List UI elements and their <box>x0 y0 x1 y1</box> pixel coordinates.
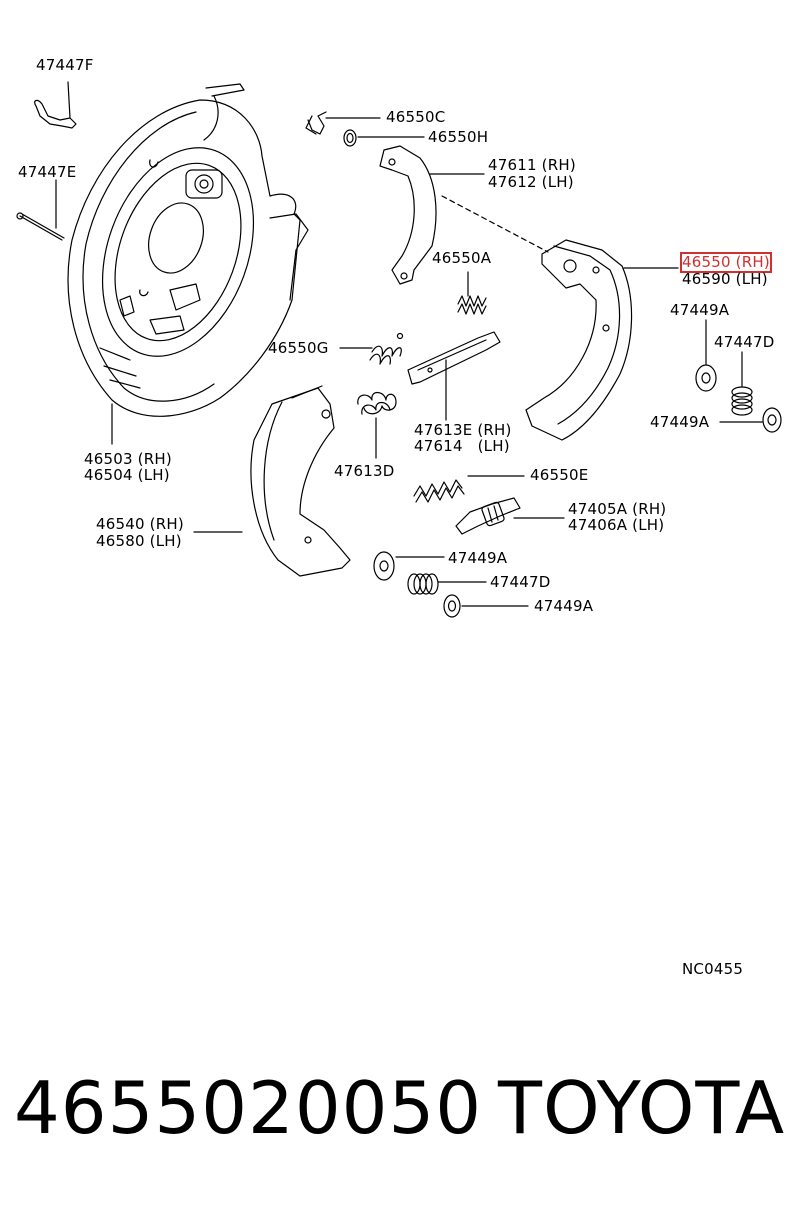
label-47613d: 47613D <box>334 462 395 480</box>
brake-shoe-46550-drawing <box>526 240 678 440</box>
pin-47447e-drawing <box>17 180 64 240</box>
label-47447d-right: 47447D <box>714 333 775 351</box>
ring-46550h-drawing <box>344 130 424 146</box>
spring-46550e-drawing <box>414 476 524 502</box>
spring-46550g-drawing <box>340 334 403 365</box>
brand-name: TOYOTA <box>498 1066 786 1150</box>
part-number-title: 4655020050 <box>14 1066 483 1150</box>
washer-47449a-right-top-drawing <box>696 320 716 391</box>
label-46503: 46503 (RH) <box>84 450 172 468</box>
label-47614: 47614 (LH) <box>414 437 510 455</box>
brake-shoe-46540-drawing <box>194 386 350 576</box>
label-47449a-bottom-2: 47449A <box>534 597 594 615</box>
washer-47449a-bottom-1-drawing <box>374 552 444 580</box>
label-46550e: 46550E <box>530 466 589 484</box>
label-46580: 46580 (LH) <box>96 532 182 550</box>
label-47449a-right-top: 47449A <box>670 301 730 319</box>
label-46504: 46504 (LH) <box>84 466 170 484</box>
label-47447d-bottom: 47447D <box>490 573 551 591</box>
label-46590: 46590 (LH) <box>682 270 768 288</box>
label-47613e: 47613E (RH) <box>414 421 512 439</box>
spring-47447d-right-drawing <box>732 352 752 415</box>
label-47612: 47612 (LH) <box>488 173 574 191</box>
clip-47447f-drawing <box>35 82 76 128</box>
spring-47447d-bottom-drawing <box>408 574 486 594</box>
clip-46550c-drawing <box>306 112 380 134</box>
label-47449a-right-bottom: 47449A <box>650 413 710 431</box>
lever-47611-drawing <box>380 146 484 284</box>
backing-plate-drawing <box>68 84 308 444</box>
label-46550c: 46550C <box>386 108 446 126</box>
label-47449a-bottom-1: 47449A <box>448 549 508 567</box>
adjuster-47405a-drawing <box>456 498 564 534</box>
washer-47449a-right-bottom-drawing <box>720 408 781 432</box>
diagram-code: NC0455 <box>682 960 744 978</box>
label-46550g: 46550G <box>268 339 329 357</box>
spring-clip-47613d-drawing <box>358 393 396 459</box>
label-47405a: 47405A (RH) <box>568 500 667 518</box>
spring-46550a-drawing <box>458 272 486 314</box>
label-46540: 46540 (RH) <box>96 515 184 533</box>
label-46550-highlighted[interactable]: 46550 (RH) <box>680 252 772 273</box>
label-47611: 47611 (RH) <box>488 156 576 174</box>
label-47447f: 47447F <box>36 56 94 74</box>
label-46550h: 46550H <box>428 128 489 146</box>
label-47406a: 47406A (LH) <box>568 516 665 534</box>
label-47447e: 47447E <box>18 163 77 181</box>
washer-47449a-bottom-2-drawing <box>444 595 528 617</box>
label-46550a: 46550A <box>432 249 492 267</box>
strut-47613e-drawing <box>408 332 500 420</box>
